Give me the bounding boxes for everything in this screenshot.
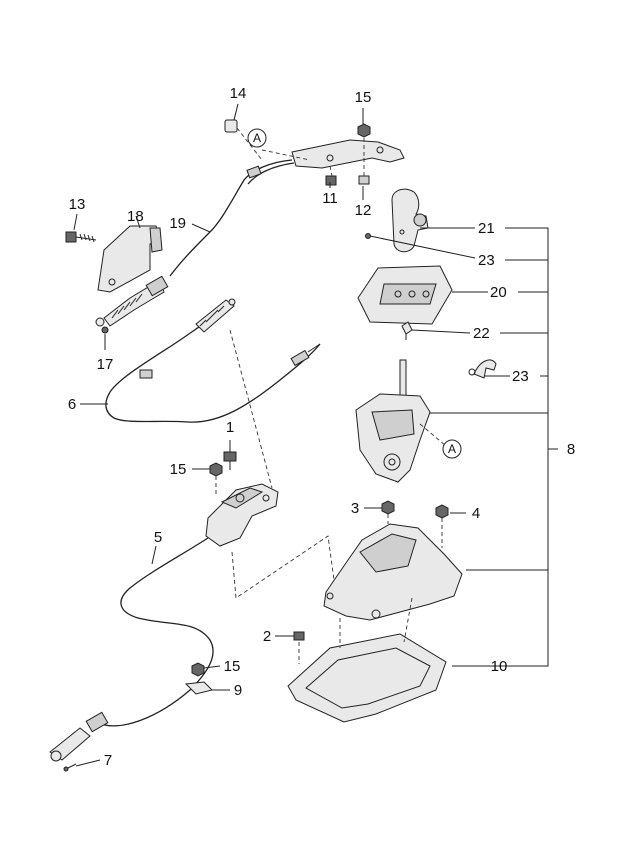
callout-labels: 14 15 11 12 13 18 19 17 21 23 20 22 23 6… (68, 85, 575, 769)
callout-6: 6 (68, 396, 76, 413)
callout-15-mid: 15 (170, 461, 187, 478)
callout-15-low: 15 (224, 658, 241, 675)
callout-23: 23 (478, 252, 495, 269)
callout-16: 17 (97, 356, 114, 373)
reference-mark-a-top: A (247, 128, 267, 148)
callout-22: 23 (512, 368, 529, 385)
callout-11: 11 (322, 190, 338, 207)
callout-4: 4 (472, 505, 480, 522)
callout-10: 10 (491, 658, 508, 675)
callout-14: 14 (230, 85, 247, 102)
cable-bracket-assembly (65, 225, 169, 334)
callout-9: 9 (234, 682, 242, 699)
callout-2: 2 (263, 628, 271, 645)
callout-1: 1 (226, 419, 234, 436)
callout-21: 22 (473, 325, 490, 342)
reference-mark-label: A (253, 131, 261, 145)
shift-knob-and-indicator (357, 188, 497, 379)
lever-base-assembly (287, 500, 463, 723)
reference-mark-label: A (448, 442, 456, 456)
callout-3: 3 (351, 500, 359, 517)
callout-20: 21 (478, 220, 495, 237)
callout-12: 12 (355, 202, 372, 219)
callout-19: 20 (490, 284, 507, 301)
callout-15-top: 15 (355, 89, 372, 106)
cable-5-assembly (49, 329, 335, 772)
callout-18: 19 (169, 215, 186, 232)
callout-7: 7 (104, 752, 112, 769)
callout-5: 5 (154, 529, 162, 546)
shift-lever-mechanism (355, 359, 447, 483)
leader-lines (73, 103, 510, 767)
reference-mark-a-lever: A (442, 439, 462, 459)
callout-17: 18 (127, 208, 144, 225)
shift-lock-cable-assembly (169, 119, 405, 277)
shift-cable-6 (105, 298, 321, 423)
callout-13: 13 (69, 196, 86, 213)
assembly-8-bracket (430, 227, 558, 667)
callout-8: 8 (567, 441, 575, 458)
